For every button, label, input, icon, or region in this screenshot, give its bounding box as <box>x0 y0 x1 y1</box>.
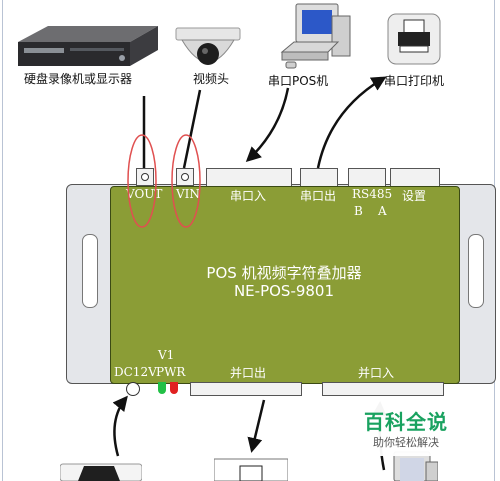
camera-icon <box>175 27 241 65</box>
serial-in-label: 串口入 <box>230 189 267 203</box>
pwr-label: PWR <box>156 365 186 379</box>
v1-label: V1 <box>158 348 175 362</box>
parallel-in-label: 并口入 <box>358 366 395 380</box>
vin-port-hole <box>181 173 189 181</box>
rs485-a-label: A <box>378 204 387 218</box>
pcb-board <box>110 186 460 384</box>
led-red <box>170 382 178 394</box>
parallel-out-to-printer-arrow <box>247 399 266 453</box>
parallel-out-label: 并口出 <box>230 366 267 380</box>
rs485-b-label: B <box>354 204 363 218</box>
camera-label: 视频头 <box>193 72 230 86</box>
vout-highlight <box>127 134 157 228</box>
vout-port-hole <box>141 173 149 181</box>
power-adapter-icon <box>60 463 142 481</box>
frame-line-left <box>2 0 3 481</box>
led-green <box>158 382 166 394</box>
dvr-icon <box>18 26 158 66</box>
board-model: NE-POS-9801 <box>233 282 335 300</box>
serial-out-label: 串口出 <box>300 189 337 203</box>
vin-label: VIN <box>176 187 200 201</box>
watermark-title: 百科全说 <box>364 410 448 434</box>
vout-label: VOUT <box>126 187 163 201</box>
parallel-in-port[interactable] <box>322 382 444 396</box>
watermark-subtitle: 助你轻松解决 <box>373 436 439 449</box>
dc-cable <box>112 395 128 457</box>
rs485-label: RS485 <box>352 187 393 201</box>
mount-slot-left <box>82 234 98 308</box>
vin-cable <box>182 89 202 169</box>
dvr-label: 硬盘录像机或显示器 <box>24 72 133 86</box>
parallel-pos-computer-icon <box>393 451 438 481</box>
parallel-printer-icon <box>214 458 288 481</box>
mount-slot-right <box>468 234 484 308</box>
dc12v-label: DC12V <box>114 365 157 379</box>
pos-computer-icon <box>280 3 351 69</box>
pos-to-serial-in-arrow <box>245 87 290 163</box>
pos-computer-label: 串口POS机 <box>268 74 329 88</box>
printer-label: 串口打印机 <box>384 74 445 88</box>
serial-out-to-printer-arrow <box>316 76 387 169</box>
watermark: 百科全说 助你轻松解决 <box>350 400 462 456</box>
dc-jack[interactable] <box>126 382 140 396</box>
vin-highlight <box>171 134 201 228</box>
printer-icon <box>387 13 441 65</box>
board-title: POS 机视频字符叠加器 <box>206 264 362 282</box>
settings-label: 设置 <box>402 189 427 203</box>
parallel-out-port[interactable] <box>190 382 302 396</box>
